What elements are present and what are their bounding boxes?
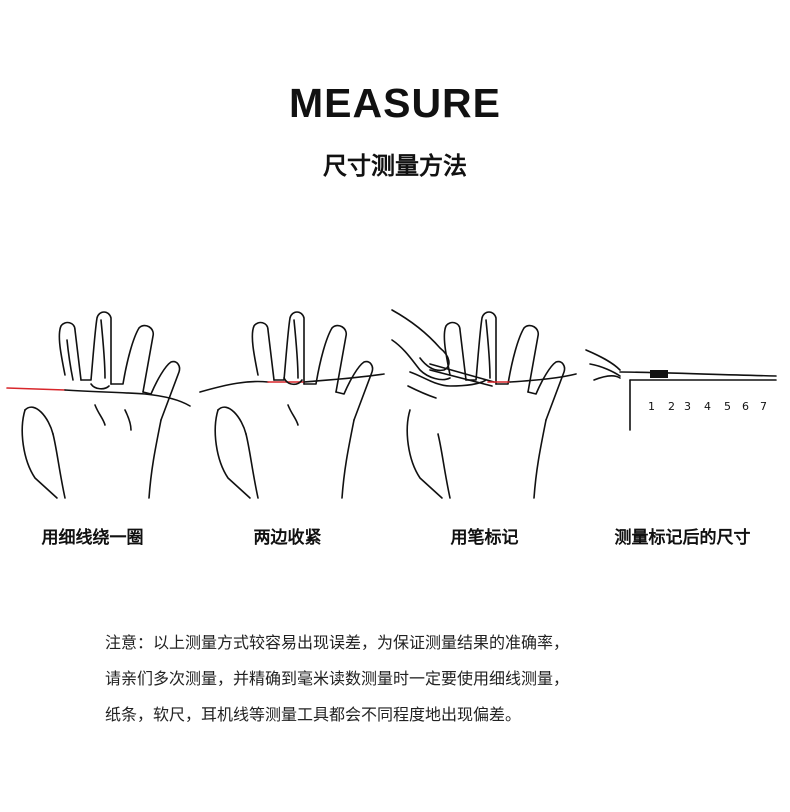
measurement-note: 注意：以上测量方式较容易出现误差，为保证测量结果的准确率， 请亲们多次测量，并精… (105, 625, 705, 733)
page-title: MEASURE (288, 80, 502, 126)
ruler-tick-7: 7 (760, 400, 767, 413)
note-line-1: 注意：以上测量方式较容易出现误差，为保证测量结果的准确率， (105, 633, 570, 652)
hand-string-tighten-icon (199, 311, 385, 499)
ruler-tick-2: 2 (668, 400, 675, 413)
note-line-2: 请亲们多次测量，并精确到毫米读数测量时一定要使用细线测量， (105, 669, 570, 688)
ruler-measure-icon: 1 2 3 4 5 6 7 (585, 349, 777, 431)
page-subtitle: 尺寸测量方法 (323, 152, 467, 180)
ruler-tick-4: 4 (704, 400, 711, 413)
step-label-wrap: 用细线绕一圈 (41, 528, 144, 548)
hand-string-wrap-icon (6, 311, 191, 499)
ruler-tick-3: 3 (684, 400, 691, 413)
note-line-3: 纸条，软尺，耳机线等测量工具都会不同程度地出现偏差。 (105, 705, 522, 724)
ruler-tick-1: 1 (648, 400, 655, 413)
hand-pen-mark-icon (391, 309, 577, 499)
ruler-tick-labels: 1 2 3 4 5 6 7 (648, 400, 767, 413)
step-label-measure: 测量标记后的尺寸 (614, 528, 751, 548)
step-label-mark: 用笔标记 (450, 528, 519, 548)
ruler-tick-5: 5 (724, 400, 731, 413)
ruler-tick-6: 6 (742, 400, 749, 413)
step-label-tighten: 两边收紧 (253, 528, 322, 548)
